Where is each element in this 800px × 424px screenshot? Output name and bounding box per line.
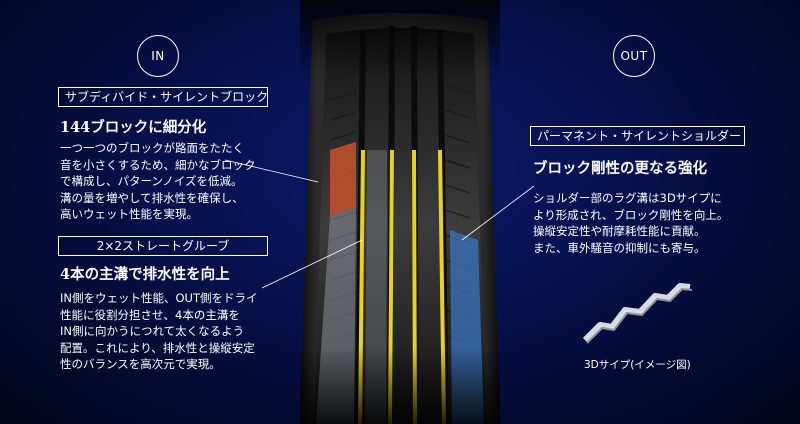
subdivide-description: 一つ一つのブロックが路面をたたく 音を小さくするため、細かなブロック で構成し、… xyxy=(60,141,256,221)
sipe-illustration xyxy=(582,283,693,344)
out-side-label: OUT xyxy=(613,35,655,77)
straight-groove-heading: 4本の主溝で排水性を向上 xyxy=(60,266,230,283)
subdivide-heading: 144ブロックに細分化 xyxy=(60,119,207,136)
in-side-label: IN xyxy=(137,35,179,77)
sipe-caption: 3Dサイプ(イメージ図) xyxy=(584,359,691,371)
straight-groove-description: IN側をウェット性能、OUT側をドライ 性能に役割分担させ、4本の主溝を IN側… xyxy=(60,291,258,371)
leader-lines xyxy=(224,159,535,289)
straight-groove-label: 2×2ストレートグルーブ xyxy=(58,236,268,256)
subdivide-block-label: サブディバイド・サイレントブロック xyxy=(58,87,268,107)
silent-shoulder-heading: ブロック剛性の更なる強化 xyxy=(533,160,707,177)
silent-shoulder-description: ショルダー部のラグ溝は3Dサイプに より形成され、ブロック剛性を向上。 操縦安定… xyxy=(533,191,729,255)
silent-shoulder-label: パーマネント・サイレントショルダー xyxy=(530,126,745,146)
